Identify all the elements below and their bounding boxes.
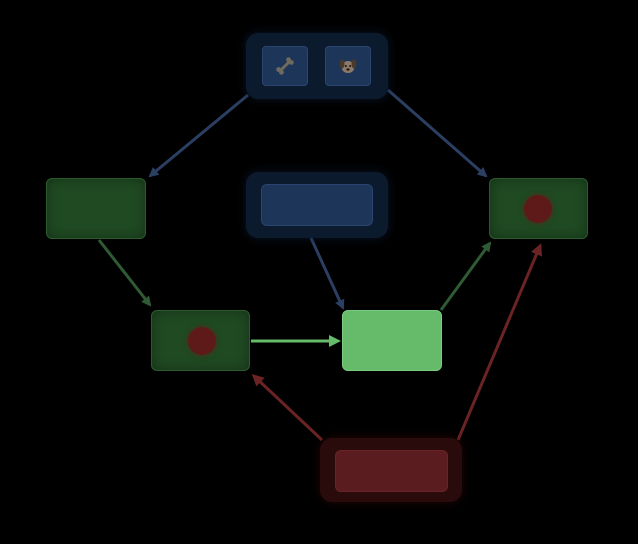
- dog-icon: [339, 59, 357, 73]
- edge-left-to-midleft: [97, 239, 152, 307]
- bottom-container-slot[interactable]: [335, 450, 448, 492]
- node-mid-right-active[interactable]: [342, 310, 442, 371]
- edge-top-to-left: [148, 93, 249, 178]
- middle-container: [246, 172, 388, 238]
- node-mid-left[interactable]: [151, 310, 250, 371]
- red-marker-dot: [188, 327, 216, 355]
- top-inventory-container: [246, 33, 388, 99]
- node-left[interactable]: [46, 178, 146, 239]
- edge-top-to-right: [387, 88, 488, 178]
- red-marker-dot: [524, 195, 552, 223]
- edge-midright-to-right: [439, 241, 492, 311]
- edge-bottom-to-right: [456, 243, 543, 441]
- middle-container-slot[interactable]: [261, 184, 373, 226]
- bone-icon: [276, 57, 294, 75]
- inventory-slot-bone[interactable]: [262, 46, 308, 86]
- node-right[interactable]: [489, 178, 588, 239]
- edge-bottom-to-midleft: [251, 373, 324, 442]
- edge-mid-to-midright: [309, 237, 345, 310]
- inventory-slot-dog[interactable]: [325, 46, 371, 86]
- bottom-container: [320, 438, 462, 502]
